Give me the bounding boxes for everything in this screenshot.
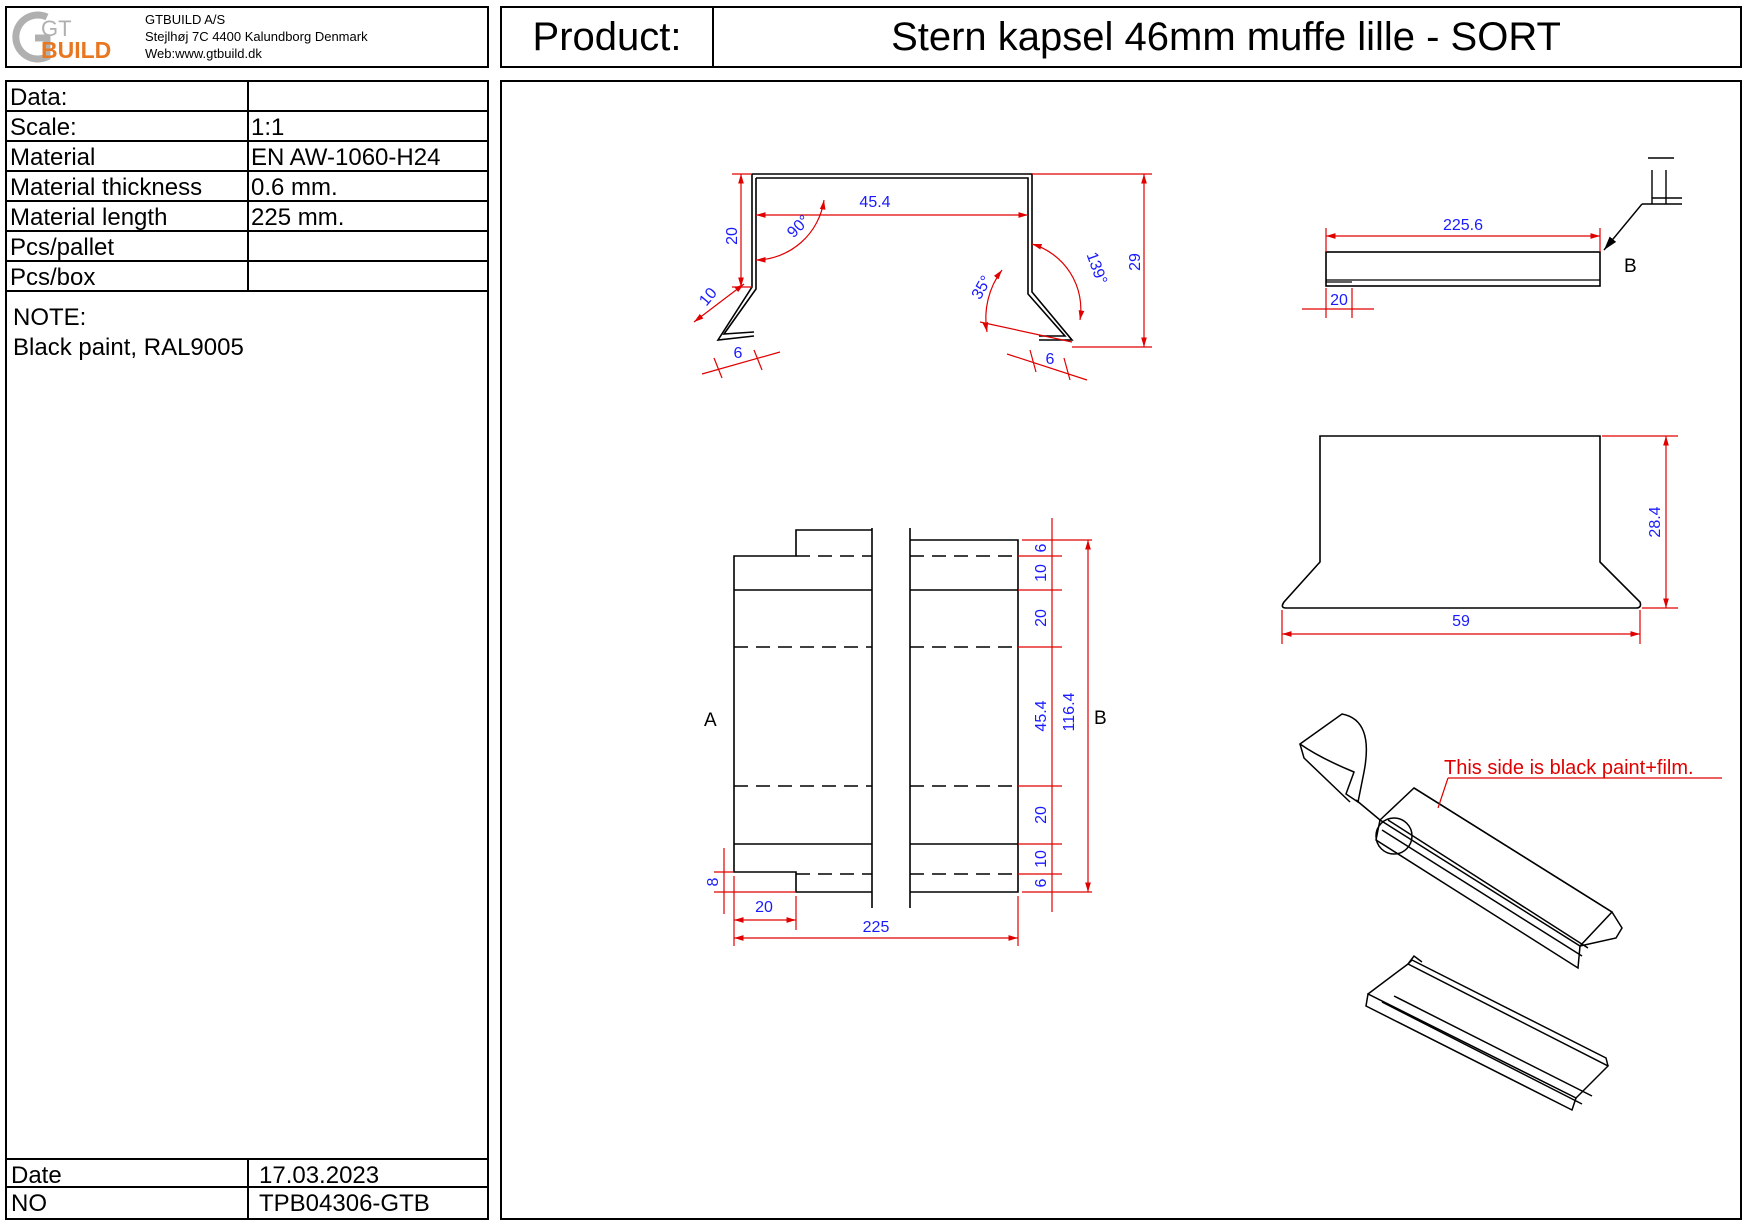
dim-seg-45: 45.4: [1033, 700, 1050, 731]
spec-row-material: Material EN AW-1060-H24: [7, 142, 487, 172]
dim-end-height: 28.4: [1647, 506, 1664, 537]
spec-panel: Data: Scale: 1:1 Material EN AW-1060-H24…: [5, 80, 489, 1220]
date-label: Date: [11, 1162, 62, 1189]
dim-hem-right: 6: [1046, 351, 1055, 368]
paint-film-note: This side is black paint+film.: [1444, 757, 1694, 779]
spec-value: 0.6 mm.: [251, 174, 338, 201]
drawing-number-value: TPB04306-GTB: [259, 1190, 430, 1217]
spec-row-thickness: Material thickness 0.6 mm.: [7, 172, 487, 202]
profile-section-view: 45.4 20 29 90° 139° 35° 10 6 6: [693, 173, 1152, 381]
spec-row-data: Data:: [7, 82, 487, 112]
dim-end-width: 59: [1452, 613, 1470, 630]
spec-label: Material thickness: [10, 174, 203, 201]
dim-left-height: 20: [724, 227, 741, 245]
blank-label-a: A: [704, 710, 717, 731]
drawing-number-row: NO TPB04306-GTB: [7, 1188, 487, 1218]
dim-blank-width: 225: [863, 919, 890, 936]
drawing-number-label: NO: [11, 1190, 47, 1217]
end-view: 28.4 59: [1281, 435, 1678, 644]
date-row: Date 17.03.2023: [7, 1158, 487, 1189]
dim-notch-width: 20: [755, 899, 773, 916]
note-title: NOTE:: [13, 304, 87, 331]
dim-seg-6-bottom: 6: [1033, 878, 1050, 887]
technical-drawing: 45.4 20 29 90° 139° 35° 10 6 6 225.6 20 …: [693, 157, 1722, 1112]
spec-value: EN AW-1060-H24: [251, 144, 441, 171]
dim-flange: 10: [696, 285, 721, 310]
spec-row-length: Material length 225 mm.: [7, 202, 487, 232]
date-value: 17.03.2023: [259, 1162, 380, 1189]
blank-fold-lines: [734, 555, 1018, 875]
dim-seg-6-top: 6: [1033, 543, 1050, 552]
dim-seg-10-top: 10: [1033, 564, 1050, 582]
product-name: Stern kapsel 46mm muffe lille - SORT: [891, 14, 1561, 59]
spec-value: 225 mm.: [251, 204, 345, 231]
dim-angle-left: 90°: [784, 212, 813, 241]
dim-top-width: 45.4: [859, 194, 890, 211]
dim-angle-35: 35°: [969, 273, 996, 302]
weld-symbol: [1603, 157, 1682, 251]
drawing-area: 45.4 20 29 90° 139° 35° 10 6 6 225.6 20 …: [500, 80, 1742, 1220]
spec-label: Scale:: [10, 114, 77, 141]
dim-side-length: 225.6: [1443, 217, 1483, 234]
product-header: Product: Stern kapsel 46mm muffe lille -…: [500, 6, 1742, 68]
spec-row-pcs-box: Pcs/box: [7, 262, 487, 292]
end-view-outline: [1281, 435, 1642, 609]
dim-hem-left: 6: [734, 345, 743, 362]
dim-seg-20-bottom: 20: [1033, 806, 1050, 824]
blank-label-b: B: [1094, 708, 1107, 729]
blank-outline: [733, 528, 1019, 908]
side-view: 225.6 20 B: [1302, 157, 1682, 318]
isometric-view-top: This side is black paint+film.: [1298, 713, 1722, 970]
dim-blank-total: 116.4: [1061, 692, 1078, 731]
company-logo: GT BUILD GTBUILD A/S Stejlhøj 7C 4400 Ka…: [12, 11, 368, 63]
spec-value: 1:1: [251, 114, 285, 141]
dim-seg-10-bottom: 10: [1033, 850, 1050, 868]
spec-label: Data:: [10, 84, 68, 111]
dim-notch-depth: 8: [705, 877, 722, 886]
profile-outline: [716, 173, 1074, 341]
logo-build-text: BUILD: [41, 37, 111, 63]
spec-row-scale: Scale: 1:1: [7, 112, 487, 142]
logo-gt-text: GT: [41, 16, 72, 41]
dim-seg-20-top: 20: [1033, 609, 1050, 627]
spec-row-pcs-pallet: Pcs/pallet: [7, 232, 487, 262]
company-web: Web:www.gtbuild.dk: [145, 46, 262, 61]
spec-label: Material length: [10, 204, 168, 231]
company-header: GT BUILD GTBUILD A/S Stejlhøj 7C 4400 Ka…: [5, 6, 489, 68]
dim-right-height: 29: [1127, 253, 1144, 271]
logo-g-mark: [12, 11, 51, 63]
dim-side-offset: 20: [1330, 292, 1348, 309]
note-text: Black paint, RAL9005: [13, 334, 244, 361]
side-view-body: [1325, 251, 1601, 287]
dim-angle-right: 139°: [1083, 250, 1110, 287]
flat-blank-view: 6 10 20 45.4 20 10 6 116.4 225 20 8 A B: [704, 518, 1107, 946]
spec-label: Pcs/pallet: [10, 234, 115, 261]
isometric-view-bottom: [1365, 954, 1610, 1112]
side-view-label-b: B: [1624, 256, 1637, 277]
company-name: GTBUILD A/S: [145, 12, 226, 27]
product-label: Product:: [502, 8, 714, 66]
spec-label: Material: [10, 144, 96, 171]
company-address: Stejlhøj 7C 4400 Kalundborg Denmark: [145, 29, 368, 44]
spec-label: Pcs/box: [10, 264, 96, 291]
